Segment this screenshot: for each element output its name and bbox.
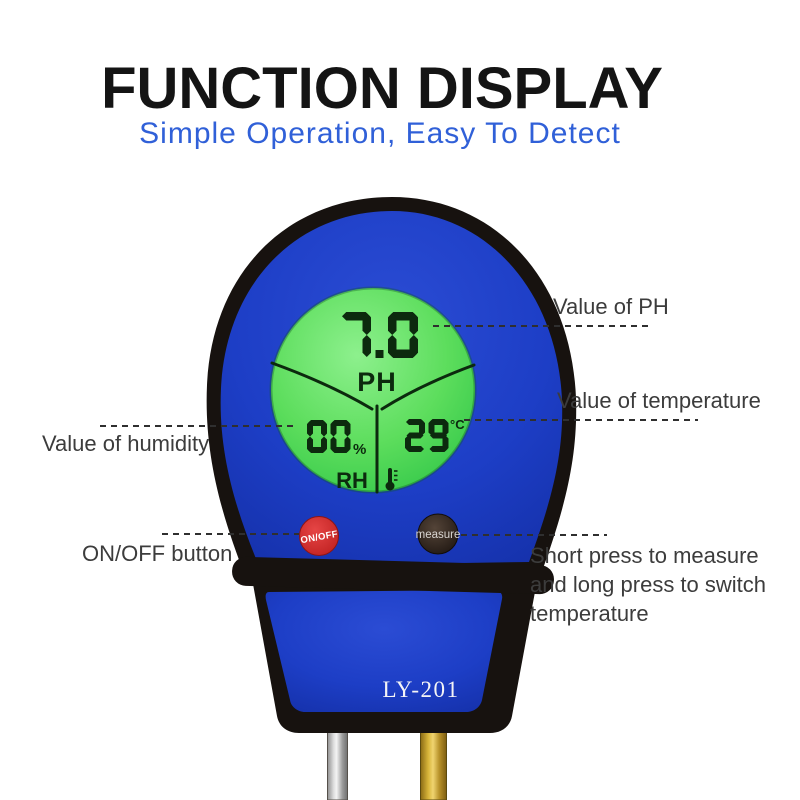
page-subtitle: Simple Operation, Easy To Detect: [139, 117, 621, 150]
page-title: FUNCTION DISPLAY: [101, 56, 663, 121]
humidity-value-display: [307, 420, 351, 453]
callout-label-humidity: Value of humidity: [42, 431, 210, 456]
power-button: ON/OFF: [299, 516, 339, 556]
callout-label-power: ON/OFF button: [82, 541, 233, 566]
measure-button-label: measure: [416, 529, 461, 541]
callout-label-measure: Short press to measure and long press to…: [530, 541, 766, 628]
ph-value-display: [342, 312, 418, 358]
lcd-ph-label: PH: [357, 367, 397, 397]
temperature-value-display: [405, 419, 449, 452]
lcd-humidity-unit: %: [353, 441, 366, 458]
callout-label-ph: Value of PH: [553, 294, 669, 319]
callout-label-measure-line3: temperature: [530, 601, 649, 627]
callout-label-measure-line1: Short press to measure: [530, 543, 759, 568]
lcd-humidity-label: RH: [336, 468, 368, 493]
measure-button: measure: [416, 513, 461, 555]
device-face-bottom: [265, 590, 503, 712]
lcd-temperature-unit: °C: [450, 417, 465, 432]
device-band: [232, 556, 554, 595]
lcd-divider: [270, 361, 476, 494]
callout-label-temperature: Value of temperature: [557, 388, 761, 413]
callout-label-measure-line2: and long press to switch: [530, 572, 767, 598]
thermometer-icon: [385, 468, 398, 491]
model-label: LY-201: [383, 677, 460, 702]
